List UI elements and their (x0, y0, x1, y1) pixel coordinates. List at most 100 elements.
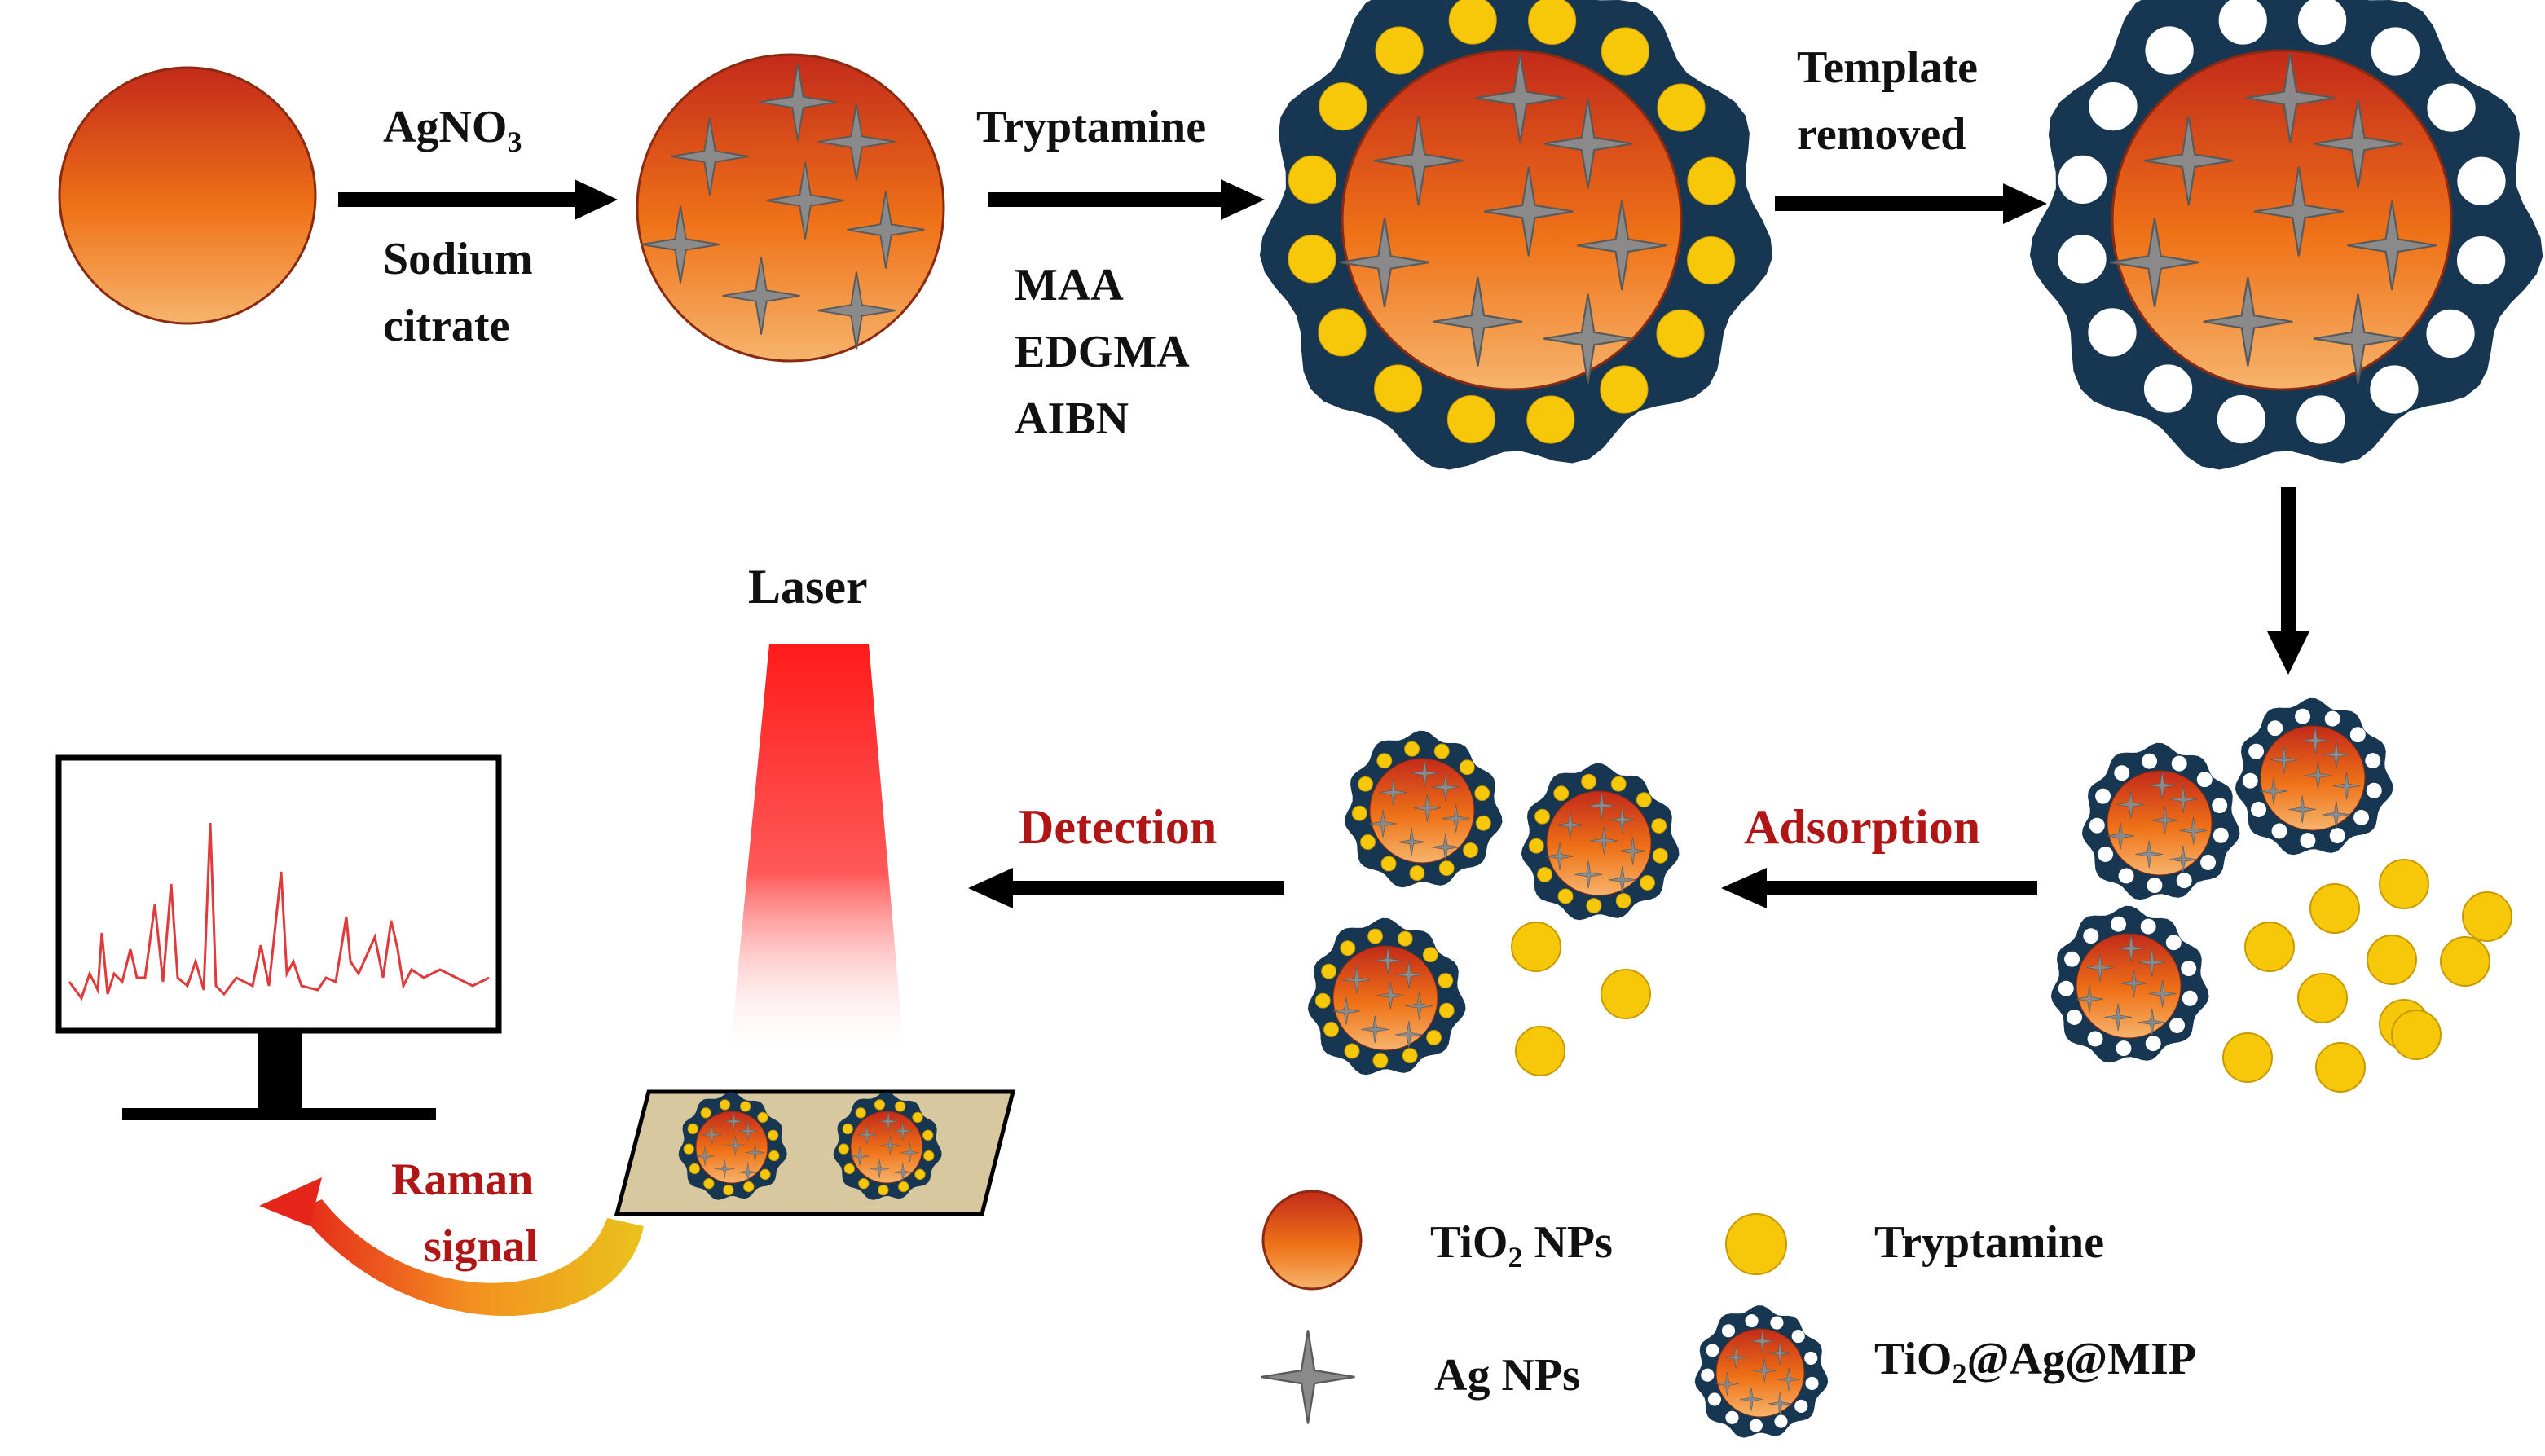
bare-tio2-particle (58, 66, 317, 325)
legend-label-tio2: TiO2 NPs (1430, 1217, 1613, 1274)
cavity-icon (2366, 782, 2382, 798)
cavity-icon (2087, 1031, 2103, 1047)
empty-mip-particle (2050, 905, 2209, 1063)
mip-particle-wrapper (1307, 917, 1466, 1076)
tryptamine-molecule-icon (878, 1184, 889, 1196)
cavity-icon (2427, 83, 2476, 132)
cavity-icon (2067, 1010, 2083, 1025)
tryptamine-molecule-icon (739, 1101, 751, 1112)
tryptamine-molecule-icon (1397, 930, 1413, 947)
loaded-mip-particle (678, 1092, 787, 1200)
tryptamine-molecule-icon (1687, 156, 1736, 205)
cavity-icon (2171, 755, 2187, 772)
tryptamine-molecule-icon (922, 1129, 934, 1141)
tryptamine-molecule-icon (1351, 805, 1367, 821)
label-sodium: Sodium (383, 234, 533, 284)
cavity-icon (2181, 961, 2197, 976)
tryptamine-molecule-icon (914, 1168, 926, 1180)
tryptamine-molecule-icon (838, 1143, 849, 1155)
cavity-icon (2457, 235, 2506, 285)
tryptamine-molecule-icon (1319, 81, 1367, 131)
tryptamine-molecule-icon (1402, 1048, 1418, 1064)
cavity-icon (1707, 1392, 1721, 1406)
tryptamine-molecule-icon (1528, 838, 1544, 854)
cavity-icon (2267, 720, 2283, 737)
label-adsorption: Adsorption (1744, 800, 1981, 854)
tio2-nanoparticle-icon (695, 1111, 768, 1184)
loaded-mip-group (1307, 730, 1680, 1076)
label-aibn: AIBN (1015, 394, 1129, 444)
loaded-mip-particle (1521, 763, 1680, 921)
tryptamine-molecule-icon (1586, 898, 1602, 914)
cavity-icon (1804, 1351, 1818, 1365)
legend-label-mip: TiO2@Ag@MIP (1874, 1334, 2196, 1391)
cavity-icon (2242, 772, 2258, 789)
cavity-icon (2095, 788, 2111, 804)
cavity-icon (2111, 916, 2127, 932)
tio2-nanoparticle-icon (1341, 49, 1683, 391)
arrow-step-1 (338, 179, 618, 220)
tryptamine-molecule-icon (855, 1107, 866, 1119)
slide-particles (678, 1092, 942, 1200)
tio2-nanoparticle-icon (1369, 758, 1475, 864)
tryptamine-molecule-icon (760, 1168, 771, 1180)
cavity-icon (2300, 833, 2316, 849)
tryptamine-molecule-icon (1534, 808, 1551, 825)
cavity-icon (2116, 1040, 2132, 1057)
arrow-down (2267, 487, 2309, 675)
laser-beam-icon (729, 644, 905, 1059)
cavity-icon (2353, 810, 2370, 825)
cavity-icon (2370, 365, 2419, 414)
loaded-mip-particle (1307, 917, 1466, 1076)
mip-particle-wrapper (833, 1092, 942, 1200)
label-edgma: EDGMA (1015, 327, 1190, 377)
tryptamine-molecule-icon (858, 1178, 870, 1190)
cavity-icon (2176, 873, 2192, 889)
cavity-icon (2089, 817, 2105, 834)
label-raman: Raman (391, 1155, 534, 1205)
tio2-nanoparticle-icon (2076, 933, 2182, 1039)
cavity-icon (2297, 0, 2347, 45)
tio2-nanoparticle-icon (850, 1111, 923, 1184)
label-maa: MAA (1015, 260, 1124, 310)
tryptamine-molecule-icon (1367, 928, 1384, 944)
substrate-slide (614, 1089, 1016, 1216)
tryptamine-molecule-icon (874, 1099, 886, 1111)
raman-signal-arrow (259, 1177, 644, 1317)
tryptamine-molecule-icon (1526, 395, 1575, 444)
tio2-nanoparticle-icon (2260, 725, 2366, 831)
cavity-icon (1774, 1414, 1788, 1428)
tryptamine-molecule-icon (768, 1129, 779, 1141)
cavity-icon (1794, 1399, 1808, 1413)
tryptamine-molecule-icon (1557, 888, 1574, 904)
tryptamine-molecule-icon (1615, 893, 1631, 909)
cavity-icon (2058, 155, 2107, 205)
tryptamine-molecule-icon (2309, 883, 2360, 934)
label-citrate: citrate (383, 301, 510, 351)
loaded-mip-particle (1344, 730, 1503, 888)
cavity-icon (2142, 753, 2158, 769)
tryptamine-molecule-icon (1373, 364, 1423, 413)
cavity-icon (2089, 81, 2138, 131)
cavity-icon (2118, 868, 2134, 884)
tryptamine-molecule-icon (1375, 26, 1424, 75)
tryptamine-molecule-icon (1426, 1030, 1442, 1045)
empty-mip-particle (1694, 1305, 1829, 1438)
cavity-icon (2212, 798, 2228, 813)
cavity-icon (1706, 1344, 1719, 1357)
tryptamine-molecule-icon (1459, 759, 1475, 776)
tryptamine-molecule-icon (2367, 935, 2417, 985)
label-signal: signal (424, 1221, 539, 1272)
cavity-icon (2248, 743, 2265, 759)
tryptamine-molecule-icon (1433, 743, 1450, 759)
cavity-icon (1701, 1368, 1715, 1382)
cavity-icon (2165, 935, 2182, 951)
cavity-icon (2217, 395, 2266, 444)
tryptamine-molecule-icon (2462, 891, 2512, 942)
mip-particle-wrapper (1344, 730, 1503, 888)
tryptamine-molecule-icon (1610, 776, 1627, 792)
free-tryptamine-group (2222, 859, 2512, 1093)
cavity-icon (1745, 1313, 1759, 1328)
arrow-step-3 (1775, 183, 2047, 224)
